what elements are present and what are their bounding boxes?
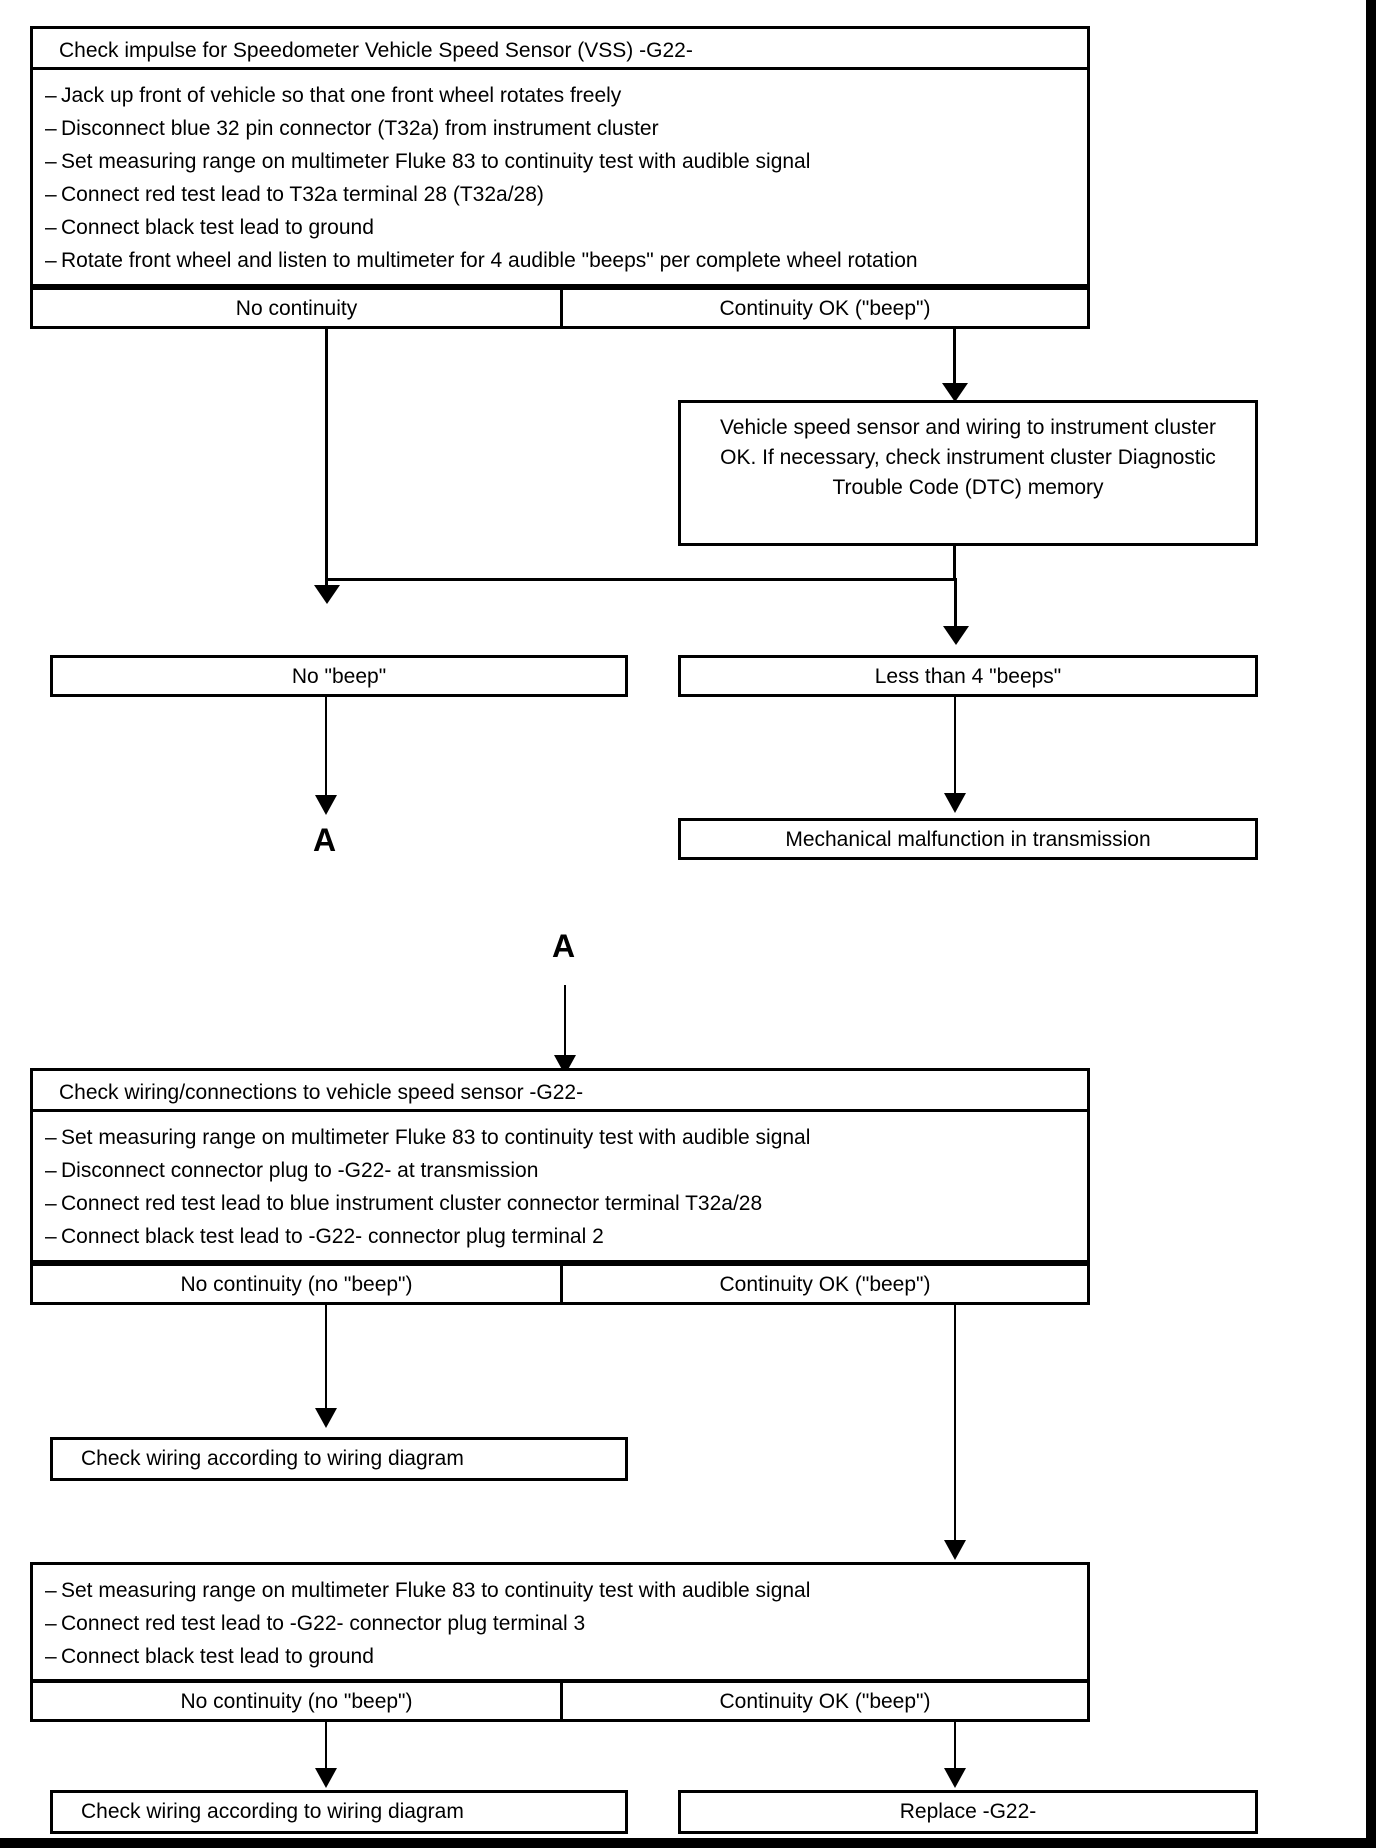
block3-branch-left: No continuity (no "beep") bbox=[180, 1690, 413, 1713]
step-dash: – bbox=[45, 249, 57, 272]
connector-ok-vertical bbox=[953, 329, 956, 389]
block1-header-text: Check impulse for Speedometer Vehicle Sp… bbox=[59, 39, 693, 62]
block2-step-3: –Connect red test lead to blue instrumen… bbox=[33, 1187, 1087, 1220]
block1-step-1: –Jack up front of vehicle so that one fr… bbox=[33, 79, 1087, 112]
block2-header-box: Check wiring/connections to vehicle spee… bbox=[30, 1068, 1090, 1112]
block1-step-4: –Connect red test lead to T32a terminal … bbox=[33, 178, 1087, 211]
step-dash: – bbox=[45, 1126, 57, 1149]
connector-nocontinuity-vertical bbox=[325, 329, 328, 589]
connector-block3-right-arrowhead bbox=[944, 1768, 966, 1788]
block3-branch-row: No continuity (no "beep") Continuity OK … bbox=[30, 1680, 1090, 1722]
block2-step-1: –Set measuring range on multimeter Fluke… bbox=[33, 1121, 1087, 1154]
step-dash: – bbox=[45, 150, 57, 173]
no-beep-text: No "beep" bbox=[291, 665, 387, 688]
check-wiring-box-1: Check wiring according to wiring diagram bbox=[50, 1437, 628, 1481]
block2-steps-box: –Set measuring range on multimeter Fluke… bbox=[30, 1109, 1090, 1263]
step-dash: – bbox=[45, 1645, 57, 1668]
connector-block2-right-arrowhead bbox=[944, 1540, 966, 1560]
connector-mech-line bbox=[954, 697, 956, 802]
block2-branch-row: No continuity (no "beep") Continuity OK … bbox=[30, 1263, 1090, 1305]
step-dash: – bbox=[45, 84, 57, 107]
step-dash: – bbox=[45, 216, 57, 239]
replace-g22-box: Replace -G22- bbox=[678, 1790, 1258, 1834]
connector-mech-arrowhead bbox=[944, 793, 966, 813]
step-dash: – bbox=[45, 117, 57, 140]
connector-block3-right-line bbox=[954, 1722, 956, 1778]
connector-block2-left-line bbox=[325, 1305, 327, 1418]
less-than-4-box: Less than 4 "beeps" bbox=[678, 655, 1258, 697]
no-beep-box: No "beep" bbox=[50, 655, 628, 697]
connector-less4-arrowhead bbox=[943, 626, 969, 645]
block3-step-1: –Set measuring range on multimeter Fluke… bbox=[33, 1574, 1087, 1607]
block3-branch-right: Continuity OK ("beep") bbox=[560, 1683, 1087, 1719]
block1-step-3: –Set measuring range on multimeter Fluke… bbox=[33, 145, 1087, 178]
block3-step-2: –Connect red test lead to -G22- connecto… bbox=[33, 1607, 1087, 1640]
check-wiring-box-2: Check wiring according to wiring diagram bbox=[50, 1790, 628, 1834]
block2-step-2: –Disconnect connector plug to -G22- at t… bbox=[33, 1154, 1087, 1187]
step-dash: – bbox=[45, 1225, 57, 1248]
block1-branch-right: Continuity OK ("beep") bbox=[560, 290, 1087, 326]
connector-ok-arrowhead bbox=[942, 383, 968, 402]
connector-less4-vertical bbox=[954, 578, 957, 630]
block2-step-4: –Connect black test lead to -G22- connec… bbox=[33, 1220, 1087, 1253]
block1-step-2: –Disconnect blue 32 pin connector (T32a)… bbox=[33, 112, 1087, 145]
connector-resultok-down bbox=[953, 546, 956, 580]
block1-steps-box: –Jack up front of vehicle so that one fr… bbox=[30, 67, 1090, 287]
result-ok-text: Vehicle speed sensor and wiring to instr… bbox=[719, 416, 1217, 499]
connector-a1-line bbox=[325, 697, 327, 804]
mechanical-malfunction-box: Mechanical malfunction in transmission bbox=[678, 818, 1258, 860]
connector-label-a-bottom: A bbox=[552, 928, 576, 964]
connector-a2-line bbox=[564, 985, 566, 1065]
mechanical-malfunction-text: Mechanical malfunction in transmission bbox=[785, 828, 1151, 851]
connector-a1-arrowhead bbox=[315, 795, 337, 815]
page-border-bottom bbox=[0, 1838, 1376, 1848]
connector-block2-right-line bbox=[954, 1305, 956, 1550]
connector-block3-left-arrowhead bbox=[315, 1768, 337, 1788]
step-dash: – bbox=[45, 1612, 57, 1635]
block2-branch-left: No continuity (no "beep") bbox=[180, 1273, 413, 1296]
connector-nocontinuity-arrowhead bbox=[314, 585, 340, 604]
check-wiring-text-1: Check wiring according to wiring diagram bbox=[81, 1447, 464, 1470]
block3-step-3: –Connect black test lead to ground bbox=[33, 1640, 1087, 1673]
less-than-4-text: Less than 4 "beeps" bbox=[874, 665, 1062, 688]
block2-branch-right: Continuity OK ("beep") bbox=[560, 1266, 1087, 1302]
step-dash: – bbox=[45, 1579, 57, 1602]
block1-branch-row: No continuity Continuity OK ("beep") bbox=[30, 287, 1090, 329]
block1-step-6: –Rotate front wheel and listen to multim… bbox=[33, 244, 1087, 277]
block1-branch-left: No continuity bbox=[235, 297, 358, 320]
connector-split-horizontal bbox=[325, 578, 957, 581]
block2-header-text: Check wiring/connections to vehicle spee… bbox=[59, 1081, 584, 1104]
block3-steps-box: –Set measuring range on multimeter Fluke… bbox=[30, 1562, 1090, 1682]
check-wiring-text-2: Check wiring according to wiring diagram bbox=[81, 1800, 464, 1823]
step-dash: – bbox=[45, 1159, 57, 1182]
step-dash: – bbox=[45, 1192, 57, 1215]
result-ok-box: Vehicle speed sensor and wiring to instr… bbox=[678, 400, 1258, 546]
page-border-right bbox=[1366, 0, 1376, 1848]
connector-label-a-top: A bbox=[313, 822, 337, 858]
connector-block3-left-line bbox=[325, 1722, 327, 1778]
replace-g22-text: Replace -G22- bbox=[899, 1800, 1037, 1823]
block1-step-5: –Connect black test lead to ground bbox=[33, 211, 1087, 244]
block1-header-box: Check impulse for Speedometer Vehicle Sp… bbox=[30, 26, 1090, 70]
step-dash: – bbox=[45, 183, 57, 206]
connector-block2-left-arrowhead bbox=[315, 1408, 337, 1428]
